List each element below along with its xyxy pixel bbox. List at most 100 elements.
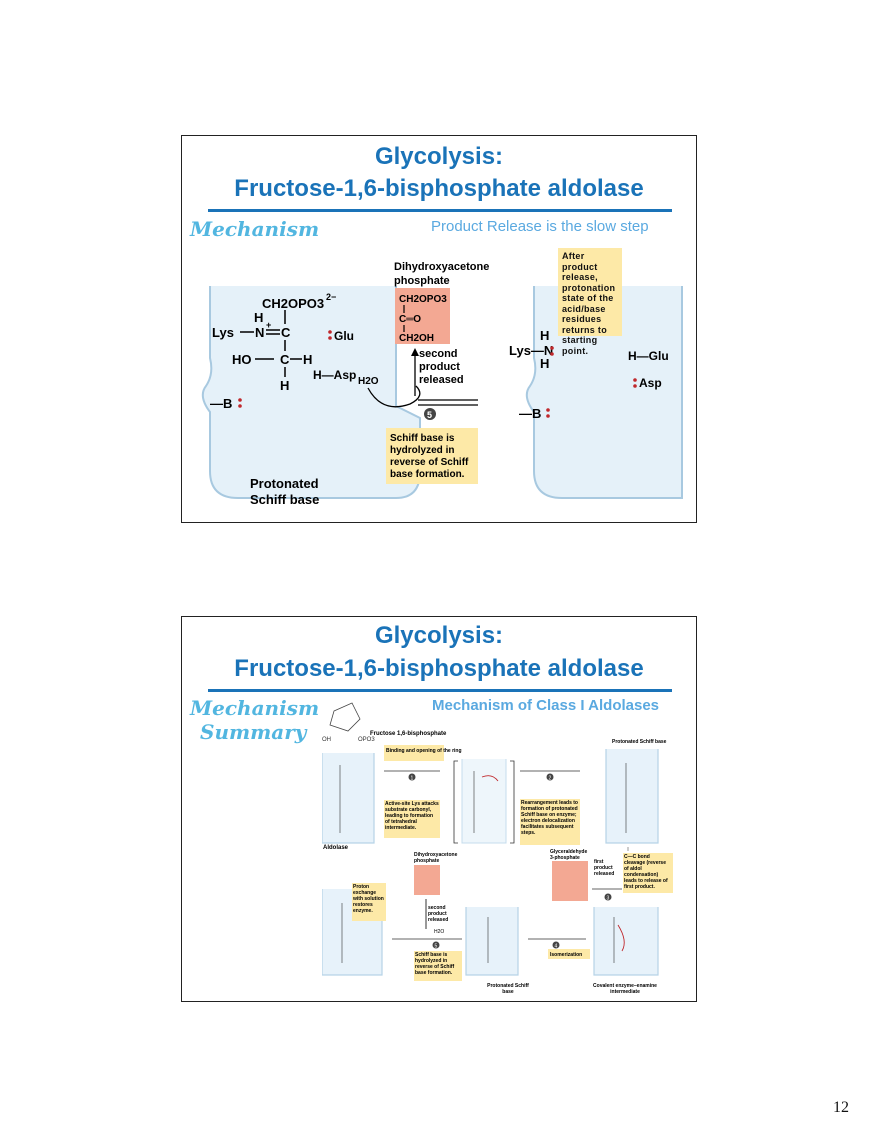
- active-site-note-box: [384, 800, 440, 838]
- enzyme-4: [465, 907, 519, 976]
- fbp-ring: [329, 702, 361, 732]
- schiff-note-4: base formation.: [390, 469, 465, 480]
- slide-product-release: Glycolysis: Fructose-1,6-bisphosphate al…: [181, 135, 697, 523]
- schiff-note: Schiff base is hydrolyzed in reverse of …: [415, 952, 455, 976]
- asp-right: Asp: [639, 376, 662, 390]
- svg-text:4: 4: [555, 944, 558, 950]
- h-on-n-label: H: [254, 310, 263, 325]
- dhap-ch2opo3: CH2OPO3: [399, 294, 447, 305]
- gap-label-2: 3-phosphate: [550, 855, 580, 861]
- title-underline: [208, 209, 672, 212]
- enzyme-3: [605, 749, 659, 844]
- isomerization-box: [548, 949, 590, 959]
- aldolase-label: Aldolase: [323, 845, 349, 851]
- protonation-note: After product release, protonation state…: [558, 248, 622, 356]
- protonated-label-2: Schiff base: [250, 492, 319, 507]
- h2o-label: H2O: [434, 929, 444, 935]
- isomerization-label: Isomerization: [550, 952, 582, 958]
- step-5-marker: [424, 408, 436, 420]
- proton-note-box: [352, 883, 386, 921]
- carbon-label: C: [281, 325, 291, 340]
- ho-label: HO: [232, 352, 252, 367]
- dhap-highlight: [395, 288, 450, 344]
- protonated-label-1: Protonated: [250, 476, 319, 491]
- enzyme-right-shape: [525, 286, 683, 499]
- rearrangement-note: Rearrangement leads to formation of prot…: [521, 800, 578, 836]
- glu-left-label: Glu: [334, 329, 354, 343]
- dhap-co: C═O: [399, 314, 421, 325]
- svg-text:2: 2: [549, 776, 552, 782]
- first-product-label: first product released: [594, 859, 615, 877]
- lys-left-label: Lys: [212, 325, 234, 340]
- class-i-aldolase-figure: OH OPO3 Fructose 1,6-bisphosphate Bindin…: [322, 702, 673, 995]
- enzyme-covalent: [593, 907, 659, 976]
- step-marker-4: [552, 941, 560, 949]
- schiff-note-2: hydrolyzed in: [390, 445, 454, 456]
- svg-text:OPO3: OPO3: [358, 737, 375, 743]
- step-marker-2: [546, 773, 554, 781]
- step-marker-1: [408, 773, 416, 781]
- svg-text:Binding and opening of the rin: Binding and opening of the ring: [386, 748, 462, 754]
- h-bottom-right: H: [540, 356, 549, 371]
- product-release-figure: Lys N + C H CH2OPO3 2− HO C H H Glu H—As…: [201, 261, 683, 507]
- dhap-label-2: phosphate: [394, 275, 450, 287]
- step-marker-3: [604, 893, 612, 901]
- second-product-label: second product released: [428, 905, 449, 923]
- svg-text:5: 5: [435, 944, 438, 950]
- svg-text:5: 5: [427, 410, 432, 420]
- svg-text:3: 3: [607, 896, 610, 902]
- h-glu-right: H—Glu: [628, 349, 669, 363]
- dhap-ch2oh: CH2OH: [399, 333, 434, 344]
- svg-text:1: 1: [411, 776, 414, 782]
- second-product-1: second: [419, 348, 458, 360]
- section-label-summary: Summary: [200, 720, 307, 744]
- enzyme-1: [322, 753, 375, 844]
- binding-note-box: [384, 745, 444, 761]
- gap-label-1: Glyceraldehyde: [550, 849, 587, 855]
- h2o-label: H2O: [358, 376, 379, 387]
- protonated-bottom-label: Protonated Schiff base: [487, 983, 529, 995]
- schiff-note-3: reverse of Schiff: [390, 457, 469, 468]
- dhap-label-1: Dihydroxyacetone: [414, 852, 458, 858]
- dhap-label-1: Dihydroxyacetone: [394, 261, 489, 273]
- slide-title-line1: Glycolysis:: [374, 622, 504, 649]
- electron-arrow: [617, 924, 625, 952]
- gap-highlight: [552, 861, 588, 901]
- svg-text:+: +: [266, 320, 271, 330]
- second-product-2: product: [419, 361, 460, 373]
- section-label-mechanism: Mechanism: [190, 217, 320, 241]
- ch2opo3-label: CH2OPO3: [262, 296, 324, 311]
- base-left-label: —B: [210, 396, 232, 411]
- dhap-highlight: [414, 865, 440, 895]
- section-label-mechanism: Mechanism: [190, 696, 320, 720]
- schiff-note-box: [386, 428, 478, 484]
- h-top-right: H: [540, 328, 549, 343]
- schiff-note-box: [414, 951, 462, 981]
- protonated-top-label: Protonated Schiff base: [612, 739, 667, 745]
- svg-text:OH: OH: [322, 737, 331, 743]
- water-attack-arrow: [367, 385, 421, 408]
- step-marker-5: [432, 941, 440, 949]
- h-right-label: H: [303, 352, 312, 367]
- enzyme-2: [461, 759, 507, 844]
- slide-title-line2: Fructose-1,6-bisphosphate aldolase: [234, 175, 644, 202]
- enzyme-left-shape: [201, 286, 421, 499]
- slide-title-line1: Glycolysis:: [374, 143, 504, 170]
- molecule-sketches: [339, 763, 627, 963]
- h-bottom-label: H: [280, 378, 289, 393]
- nitrogen-label: N: [255, 325, 264, 340]
- rearrangement-note-box: [520, 799, 580, 845]
- dhap-label-2: phosphate: [414, 858, 439, 864]
- h-asp-label: H—Asp: [313, 368, 356, 382]
- carbon2-label: C: [280, 352, 290, 367]
- fbp-label: Fructose 1,6-bisphosphate: [370, 731, 447, 737]
- lys-right-label: Lys—N: [509, 343, 553, 358]
- base-right-label: —B: [519, 406, 541, 421]
- cc-note: C—C bond cleavage (reverse of aldol cond…: [624, 854, 668, 890]
- slide-subtitle: Mechanism of Class I Aldolases: [432, 697, 660, 714]
- schiff-note-1: Schiff base is: [390, 433, 455, 444]
- cc-note-box: [623, 853, 673, 893]
- slide-subtitle: Product Release is the slow step: [431, 218, 649, 235]
- slide-mechanism-summary: Glycolysis: Fructose-1,6-bisphosphate al…: [181, 616, 697, 1002]
- active-site-note: Active-site Lys attacks substrate carbon…: [385, 801, 439, 831]
